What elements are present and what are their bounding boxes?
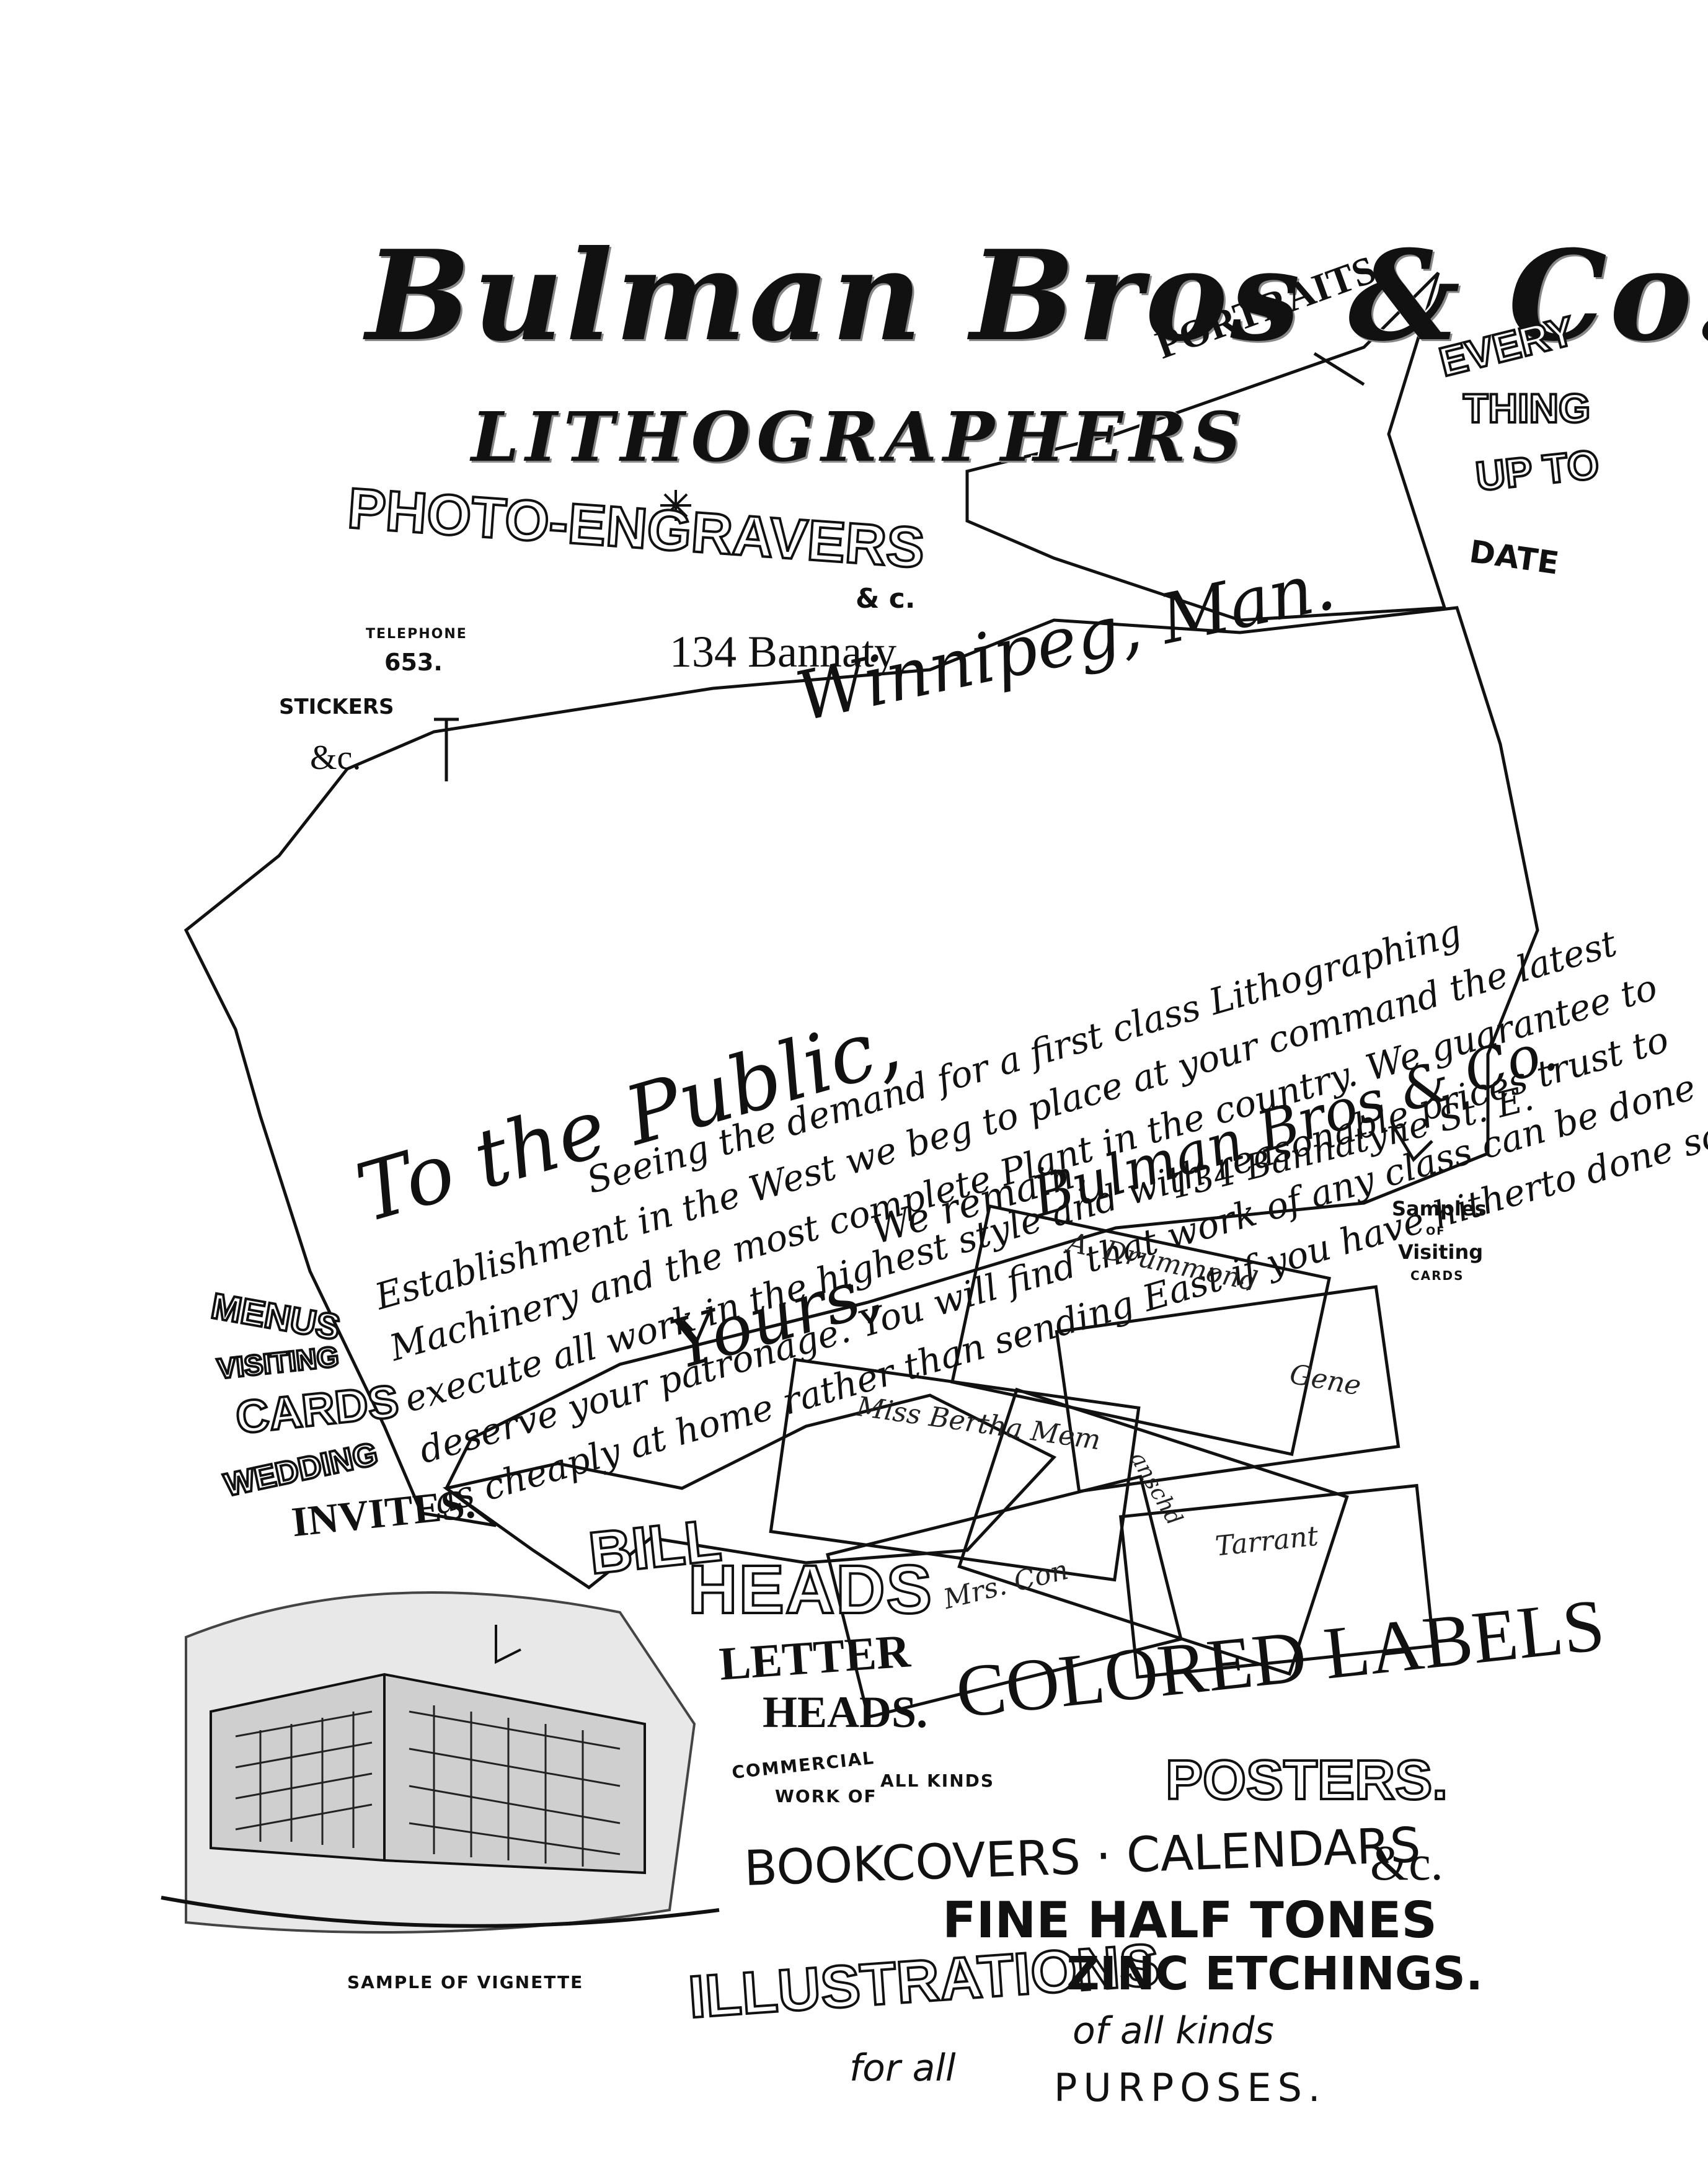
posters-heading: POSTERS. (1164, 1748, 1449, 1813)
lithographers-heading: LITHOGRAPHERS (471, 397, 1248, 477)
for-all-label: for all (849, 2046, 956, 2090)
samples-of-label: OF (1426, 1225, 1446, 1238)
fine-half-tones-heading: FINE HALF TONES (942, 1891, 1438, 1949)
all-kinds-label: ALL KINDS (880, 1770, 995, 1791)
visiting-card-shape-6 (1118, 1483, 1436, 1679)
etc-label: &c. (1370, 1836, 1443, 1891)
ornament-star (660, 490, 691, 521)
samples-cards-label: CARDS (1410, 1268, 1464, 1283)
stickers-label: STICKERS (279, 695, 394, 719)
visiting-card-shape-1 (950, 1204, 1331, 1457)
company-name: Bulman Bros & Co. (366, 223, 1708, 369)
visiting-card-shape-5 (826, 1475, 1183, 1719)
stickers-nail (434, 717, 459, 781)
letter-paper-outline (184, 606, 1539, 1527)
everything-label-2: THING (1462, 384, 1591, 432)
and-co-label: & c. (856, 583, 916, 615)
visiting-card-shape-2 (1055, 1285, 1400, 1493)
building-vignette (161, 1591, 720, 1934)
address-partial: 134 Bannaty (670, 627, 896, 677)
visiting-card-shape-3 (769, 1357, 1141, 1582)
telephone-number: 653. (384, 649, 443, 676)
stickers-etc: &c. (310, 739, 361, 777)
portraits-nail (1313, 352, 1365, 386)
samples-label: Samples (1392, 1197, 1487, 1220)
lower-paper-outline (442, 1393, 1057, 1590)
signature-arrow (1393, 1127, 1433, 1163)
work-of-label: WORK OF (775, 1786, 877, 1806)
zinc-etchings-heading: ZINC ETCHINGS. (1066, 1947, 1484, 2001)
purposes-label: PURPOSES. (1054, 2065, 1327, 2110)
visiting-card-shape-4 (957, 1387, 1349, 1676)
samples-visiting-label: Visiting (1398, 1240, 1484, 1264)
telephone-label: TELEPHONE (366, 626, 467, 642)
vignette-caption: SAMPLE OF VIGNETTE (347, 1972, 584, 1992)
heads-label: HEADS (687, 1550, 934, 1629)
of-all-kinds-label: of all kinds (1073, 2009, 1274, 2053)
top-banner-paper-outline (965, 272, 1447, 622)
letter-heads-label: HEADS. (763, 1687, 928, 1737)
